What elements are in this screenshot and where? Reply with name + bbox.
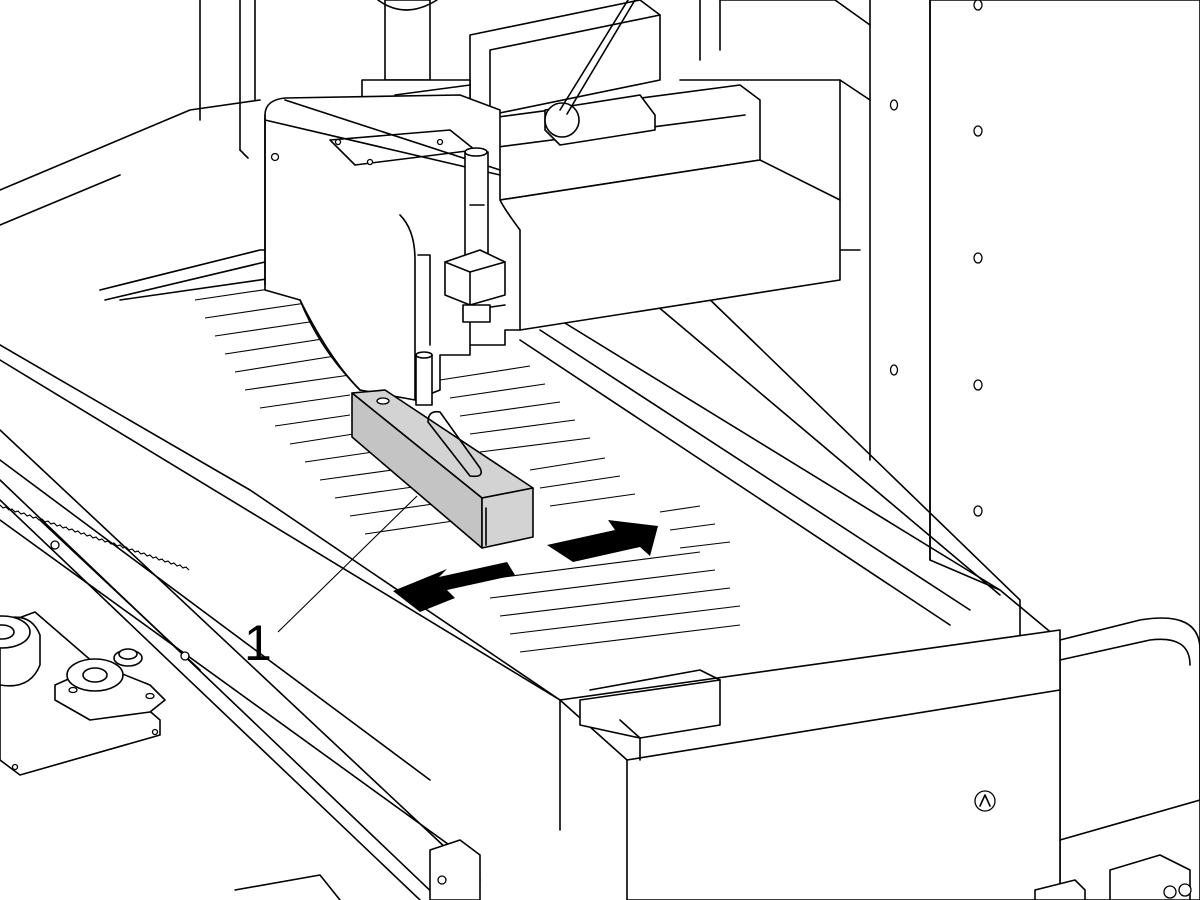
measuring-head-body — [264, 94, 521, 401]
probe-stem — [415, 351, 433, 406]
bottom-right-blocks — [1034, 854, 1192, 900]
arrow-left — [393, 562, 515, 612]
upper-left-frame — [199, 0, 256, 159]
callout-label-1: 1 — [244, 615, 272, 671]
front-housing — [559, 617, 1200, 900]
arrow-right — [547, 520, 658, 562]
gauge-block — [351, 389, 534, 549]
right-frame-wall — [699, 0, 1200, 900]
upper-rail-carriage — [474, 79, 871, 331]
callout-leader-line — [277, 495, 418, 633]
conveyor-channel — [0, 249, 1021, 861]
clamp-lever — [469, 0, 661, 146]
direction-arrows — [393, 520, 658, 612]
locating-pin — [444, 147, 506, 323]
frame-mounting-holes — [889, 0, 983, 517]
left-roller-plate — [0, 611, 166, 776]
left-linear-rail — [0, 429, 481, 900]
left-base-plate — [0, 99, 561, 701]
